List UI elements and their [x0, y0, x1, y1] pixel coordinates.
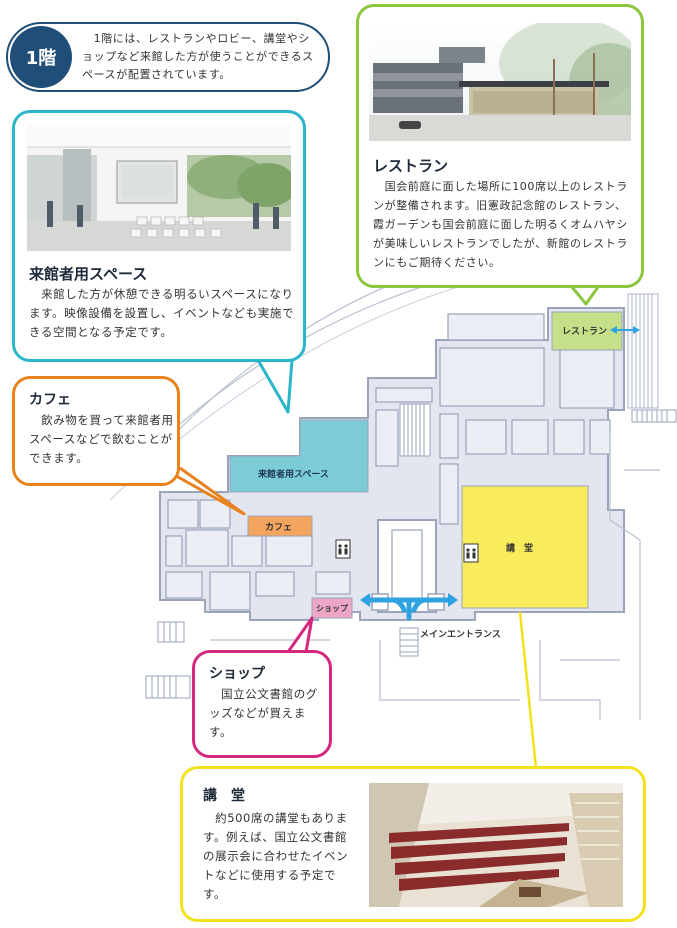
left-structure [145, 621, 191, 699]
room [439, 413, 459, 459]
map-label-visitor-space: 来館者用スペース [258, 470, 329, 480]
map-label-shop: ショップ [316, 604, 348, 613]
auditorium-zone [461, 485, 589, 609]
intro-box: 1階 1階には、レストランやロビー、講堂やショップなど来館した方が使うことができ… [6, 22, 330, 92]
cafe-callout: カフェ 飲み物を買って来館者用スペースなどで飲むことができます。 [12, 376, 180, 486]
floor-badge: 1階 [10, 26, 72, 88]
visitor-space-title: 来館者用スペース [29, 265, 148, 283]
visitor-space-callout: 来館者用スペース 来館した方が休憩できる明るいスペースになります。映像設備を設置… [12, 110, 306, 362]
room [167, 499, 199, 529]
room [375, 387, 433, 403]
restaurant-zone [551, 311, 623, 351]
room [165, 571, 203, 599]
room [511, 419, 549, 455]
auditorium-title: 講 堂 [203, 788, 245, 804]
elevator-icon [335, 539, 351, 559]
entrance-steps [399, 627, 419, 657]
room [465, 419, 507, 455]
auditorium-callout: 講 堂 約500席の講堂もあります。例えば、国立公文書館の展示会に合わせたイベン… [180, 766, 646, 922]
room [315, 571, 351, 595]
room [231, 535, 263, 567]
cafe-text: 飲み物を買って来館者用スペースなどで飲むことができます。 [29, 413, 174, 465]
room [255, 571, 295, 597]
room [265, 535, 313, 567]
room [165, 535, 183, 567]
visitor-space-text: 来館した方が休憩できる明るいスペースになります。映像設備を設置し、イベントなども… [29, 287, 295, 339]
restaurant-photo [369, 23, 631, 141]
shop-text: 国立公文書館のグッズなどが買えます。 [209, 687, 318, 739]
intro-text: 1階には、レストランやロビー、講堂やショップなど来館した方が使うことができるスペ… [82, 32, 314, 81]
elevator-icon [463, 543, 479, 563]
shop-title: ショップ [209, 666, 265, 682]
floor-badge-label: 1階 [25, 48, 57, 69]
visitor-space-zone [229, 419, 369, 493]
shop-callout: ショップ 国立公文書館のグッズなどが買えます。 [192, 650, 332, 758]
map-label-restaurant: レストラン [562, 327, 608, 337]
cafe-title: カフェ [29, 392, 71, 408]
map-label-auditorium: 講 堂 [506, 544, 534, 554]
visitor-space-photo [27, 125, 291, 251]
map-label-main-entrance: メインエントランス [420, 630, 501, 640]
auditorium-photo [369, 783, 623, 907]
atrium-inner [391, 529, 423, 601]
cafe-zone [247, 515, 313, 537]
restaurant-title: レストラン [373, 157, 449, 175]
shop-zone [311, 597, 353, 619]
callout-pointers [161, 286, 600, 653]
bollards [631, 409, 677, 423]
room [439, 347, 545, 407]
arrow-head-right [448, 593, 458, 607]
room [185, 529, 229, 567]
staircase [399, 403, 431, 457]
auditorium-text: 約500席の講堂もあります。例えば、国立公文書館の展示会に合わせたイベントなどに… [203, 811, 349, 901]
map-label-cafe: カフェ [265, 523, 293, 533]
room [589, 419, 611, 455]
restaurant-text: 国会前庭に面した場所に100席以上のレストランが整備されます。旧憲政記念館のレス… [373, 180, 628, 269]
room [439, 463, 459, 525]
room [553, 419, 585, 455]
room [209, 571, 251, 611]
arrow-head-left [360, 593, 370, 607]
double-arrow-icon [365, 597, 453, 621]
restaurant-arrow-icon [610, 326, 640, 334]
room [375, 409, 399, 467]
auditorium-pointer [518, 611, 538, 769]
restaurant-callout: レストラン 国会前庭に面した場所に100席以上のレストランが整備されます。旧憲政… [356, 4, 644, 288]
restaurant-terrace [627, 293, 659, 409]
driveway [210, 430, 660, 720]
room [559, 349, 615, 409]
room [447, 313, 545, 341]
